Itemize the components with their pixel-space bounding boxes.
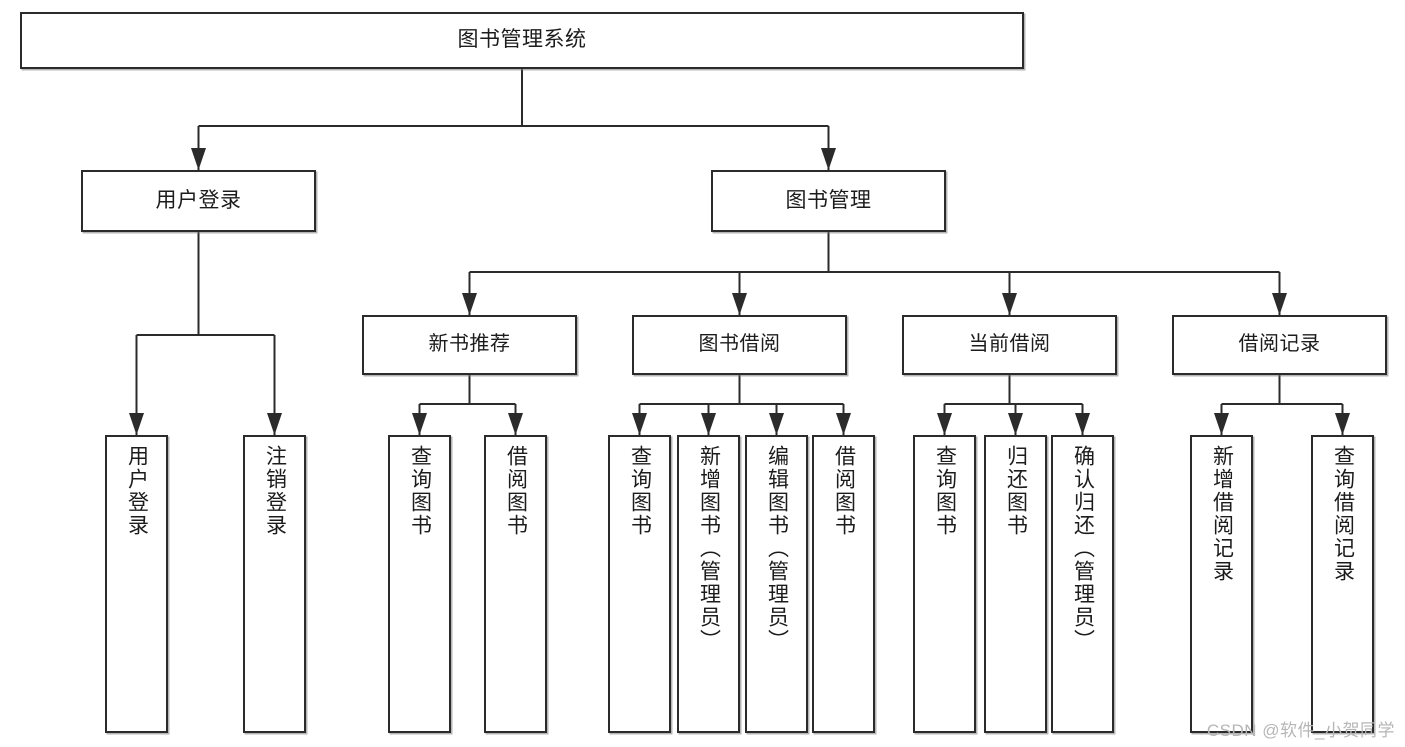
node-book-manage[interactable]: 图书管理	[711, 170, 946, 232]
node-leaf-query-book-1[interactable]: 查询图书	[388, 435, 451, 733]
edge-root-to-level1-arrowhead-user-login	[191, 148, 206, 170]
node-label-leaf-query-book-2: 查询图书	[628, 445, 652, 537]
edge-borrow-to-leaves-arrowhead-leaf-add-book	[701, 413, 716, 435]
edge-user-login-to-leaves-arrowhead-leaf-user-login	[129, 413, 144, 435]
node-leaf-borrow-book-2[interactable]: 借阅图书	[812, 435, 875, 733]
node-current-borrow[interactable]: 当前借阅	[902, 315, 1117, 375]
edge-borrow-to-leaves-arrowhead-leaf-query-book-2	[632, 413, 647, 435]
edge-record-to-leaves-arrowhead-leaf-add-record	[1214, 413, 1229, 435]
node-label-current-borrow: 当前借阅	[968, 333, 1051, 356]
node-label-book-borrow: 图书借阅	[698, 333, 781, 356]
node-label-leaf-borrow-book-1: 借阅图书	[504, 445, 528, 537]
node-label-borrow-record: 借阅记录	[1238, 333, 1321, 356]
edge-recommend-to-leaves-arrowhead-leaf-borrow-book-1	[508, 413, 523, 435]
node-label-leaf-confirm-return: 确认归还（管理员）	[1071, 445, 1095, 652]
edge-book-manage-to-level2-arrowhead-new-book-recommend	[462, 293, 477, 315]
node-leaf-edit-book[interactable]: 编辑图书（管理员）	[745, 435, 808, 733]
edge-current-to-leaves-arrowhead-leaf-query-book-3	[937, 413, 952, 435]
node-leaf-query-book-3[interactable]: 查询图书	[913, 435, 976, 733]
node-label-new-book-recommend: 新书推荐	[428, 333, 511, 356]
node-root[interactable]: 图书管理系统	[20, 12, 1024, 69]
node-leaf-logout[interactable]: 注销登录	[243, 435, 306, 733]
node-label-leaf-borrow-book-2: 借阅图书	[832, 445, 856, 537]
edge-book-manage-to-level2-arrowhead-borrow-record	[1272, 293, 1287, 315]
node-leaf-add-record[interactable]: 新增借阅记录	[1190, 435, 1253, 733]
node-label-leaf-logout: 注销登录	[263, 445, 287, 537]
node-leaf-add-book[interactable]: 新增图书（管理员）	[677, 435, 740, 733]
edge-book-manage-to-level2-arrowhead-current-borrow	[1002, 293, 1017, 315]
node-label-leaf-add-book: 新增图书（管理员）	[697, 445, 721, 652]
node-leaf-query-book-2[interactable]: 查询图书	[608, 435, 671, 733]
node-leaf-query-record[interactable]: 查询借阅记录	[1311, 435, 1374, 733]
node-book-borrow[interactable]: 图书借阅	[632, 315, 847, 375]
node-leaf-borrow-book-1[interactable]: 借阅图书	[484, 435, 547, 733]
node-label-book-manage: 图书管理	[785, 188, 872, 212]
node-label-leaf-query-book-3: 查询图书	[933, 445, 957, 537]
node-label-leaf-query-book-1: 查询图书	[408, 445, 432, 537]
edge-record-to-leaves-arrowhead-leaf-query-record	[1335, 413, 1350, 435]
edge-borrow-to-leaves-arrowhead-leaf-edit-book	[769, 413, 784, 435]
node-label-leaf-query-record: 查询借阅记录	[1331, 445, 1355, 583]
node-label-leaf-return-book: 归还图书	[1004, 445, 1028, 537]
node-leaf-confirm-return[interactable]: 确认归还（管理员）	[1051, 435, 1114, 733]
node-user-login[interactable]: 用户登录	[81, 170, 316, 232]
edge-user-login-to-leaves-arrowhead-leaf-logout	[267, 413, 282, 435]
edge-root-to-level1-arrowhead-book-manage	[821, 148, 836, 170]
node-label-leaf-user-login: 用户登录	[125, 445, 149, 537]
node-label-user-login: 用户登录	[155, 188, 242, 212]
edge-current-to-leaves-arrowhead-leaf-confirm-return	[1075, 413, 1090, 435]
node-leaf-user-login[interactable]: 用户登录	[105, 435, 168, 733]
edge-book-manage-to-level2-arrowhead-book-borrow	[732, 293, 747, 315]
node-label-leaf-edit-book: 编辑图书（管理员）	[765, 445, 789, 652]
edge-current-to-leaves-arrowhead-leaf-return-book	[1008, 413, 1023, 435]
node-leaf-return-book[interactable]: 归还图书	[984, 435, 1047, 733]
node-new-book-recommend[interactable]: 新书推荐	[362, 315, 577, 375]
watermark-label: CSDN @软件_小贺同学	[1206, 721, 1395, 740]
edge-borrow-to-leaves-arrowhead-leaf-borrow-book-2	[836, 413, 851, 435]
node-label-root: 图书管理系统	[457, 28, 587, 52]
edge-recommend-to-leaves-arrowhead-leaf-query-book-1	[412, 413, 427, 435]
node-borrow-record[interactable]: 借阅记录	[1172, 315, 1387, 375]
node-label-leaf-add-record: 新增借阅记录	[1210, 445, 1234, 583]
